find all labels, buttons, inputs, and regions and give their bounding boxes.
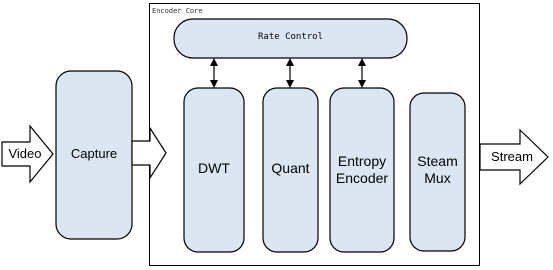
encoder-core-title: Encoder Core [152, 6, 203, 15]
stream-label: Stream [491, 148, 533, 164]
steam-mux-label: Steam Mux [417, 152, 458, 187]
entropy-encoder-block [329, 87, 395, 253]
entropy-encoder-label: Entropy Encoder [335, 152, 389, 187]
video-label: Video [8, 145, 42, 161]
capture-label: Capture [70, 145, 118, 161]
rate-control-label: Rate Control [257, 32, 324, 43]
quant-block [262, 87, 319, 253]
video-input-arrow [1, 124, 54, 184]
stream-output-arrow [479, 128, 549, 186]
quant-label: Quant [271, 160, 310, 177]
steam-mux-block [409, 92, 466, 252]
dwt-block [183, 87, 245, 253]
dwt-label: DWT [198, 160, 230, 177]
capture-to-core-arrow [131, 125, 167, 181]
